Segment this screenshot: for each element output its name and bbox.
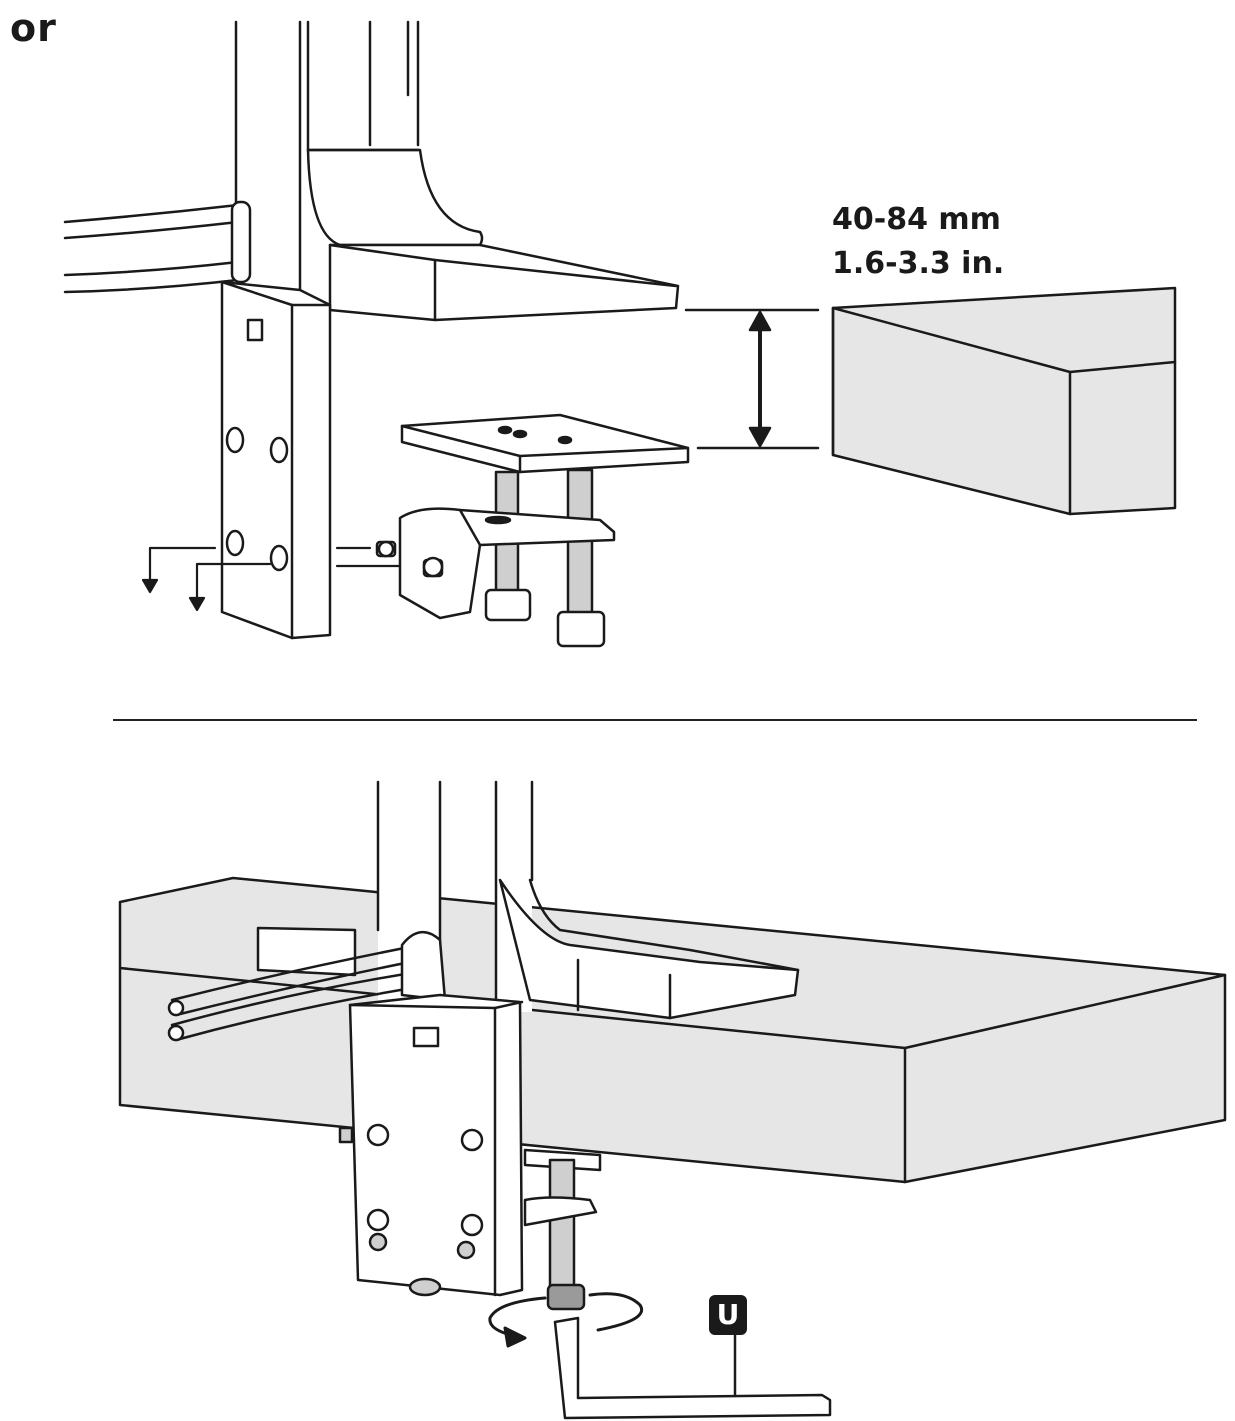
clamp-knobs bbox=[484, 588, 606, 648]
clamp-top-pad bbox=[400, 413, 690, 474]
dimension-metric: 40-84 mm bbox=[832, 202, 1001, 237]
section-divider bbox=[113, 719, 1197, 721]
clamp-plate bbox=[220, 280, 332, 640]
clamp-plate-installed bbox=[338, 993, 524, 1297]
alternative-label: or bbox=[10, 6, 57, 50]
thickness-dimension bbox=[684, 308, 820, 450]
cables bbox=[63, 200, 252, 294]
monitor-pole bbox=[234, 20, 420, 292]
hex-key bbox=[553, 1316, 832, 1420]
dimension-imperial: 1.6-3.3 in. bbox=[832, 246, 1005, 281]
rotation-arrow bbox=[488, 1292, 644, 1348]
cables-installed bbox=[167, 931, 447, 1042]
removal-arrows bbox=[141, 546, 412, 612]
bottom-panel bbox=[118, 780, 1227, 1420]
top-panel bbox=[63, 20, 1177, 648]
desk-surface bbox=[118, 876, 1227, 1184]
clamp-underside bbox=[523, 1148, 602, 1311]
monitor-base bbox=[306, 148, 680, 322]
clamp-bracket bbox=[375, 507, 616, 620]
desk-block bbox=[831, 286, 1177, 516]
tool-badge: U bbox=[709, 1295, 747, 1335]
